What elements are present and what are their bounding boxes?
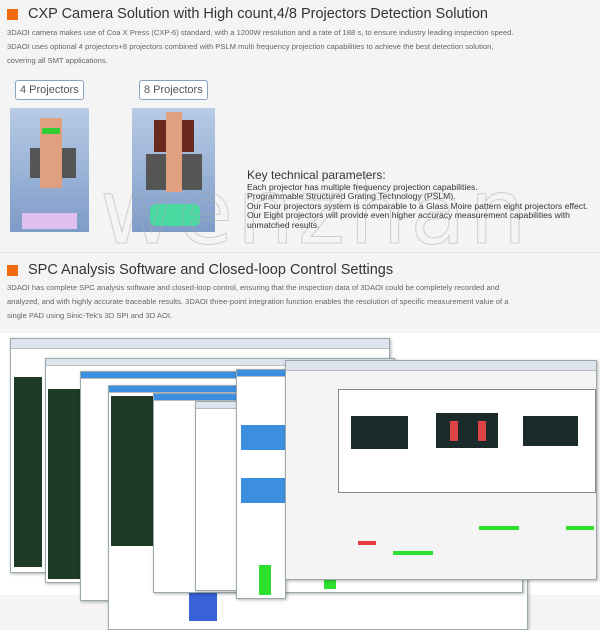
key-parameter-line: Our Eight projectors will provide even h… [247,210,570,220]
label-8-projectors: 8 Projectors [139,80,208,100]
orange-bullet-icon [7,264,18,276]
list-window [236,369,286,599]
section-spc-paragraph: 3DAOI has complete SPC analysis software… [7,281,508,323]
key-parameter-line: Each projector has multiple frequency pr… [247,181,478,192]
key-parameter-line: unmatched results. [247,219,320,230]
paragraph-line: covering all SMT applications. [7,56,108,65]
section-spc-heading: SPC Analysis Software and Closed-loop Co… [7,262,393,278]
section-title: CXP Camera Solution with High count,4/8 … [28,6,488,22]
label-4-projectors: 4 Projectors [15,80,84,100]
section-cxp-paragraph: 3DAOI camera makes use of Coa X Press (C… [7,26,514,68]
key-parameter-line: Our Four projectors system is comparable… [247,200,588,211]
paragraph-line: 3DAOI camera makes use of Coa X Press (C… [7,28,514,37]
paragraph-line: 3DAOI uses optional 4 projectors+8 proje… [7,42,494,51]
aoi-inspection-window [285,360,597,580]
section-cxp-heading: CXP Camera Solution with High count,4/8 … [7,6,488,22]
software-screenshot-collage [0,333,600,630]
key-parameters: Key technical parameters: Each projector… [247,168,588,230]
divider [0,252,600,253]
key-parameter-line: Programmable Structured Grating Technolo… [247,191,456,201]
orange-bullet-icon [7,8,18,20]
projector-8-render-image [132,108,215,232]
paragraph-line: single PAD using Sinic-Tek's 3D SPI and … [7,311,173,320]
paragraph-line: analyzed, and with highly accurate trace… [7,297,509,306]
key-parameters-heading: Key technical parameters: [247,168,386,182]
section-title: SPC Analysis Software and Closed-loop Co… [28,262,394,278]
paragraph-line: 3DAOI has complete SPC analysis software… [7,283,500,292]
projector-4-render-image [10,108,89,232]
